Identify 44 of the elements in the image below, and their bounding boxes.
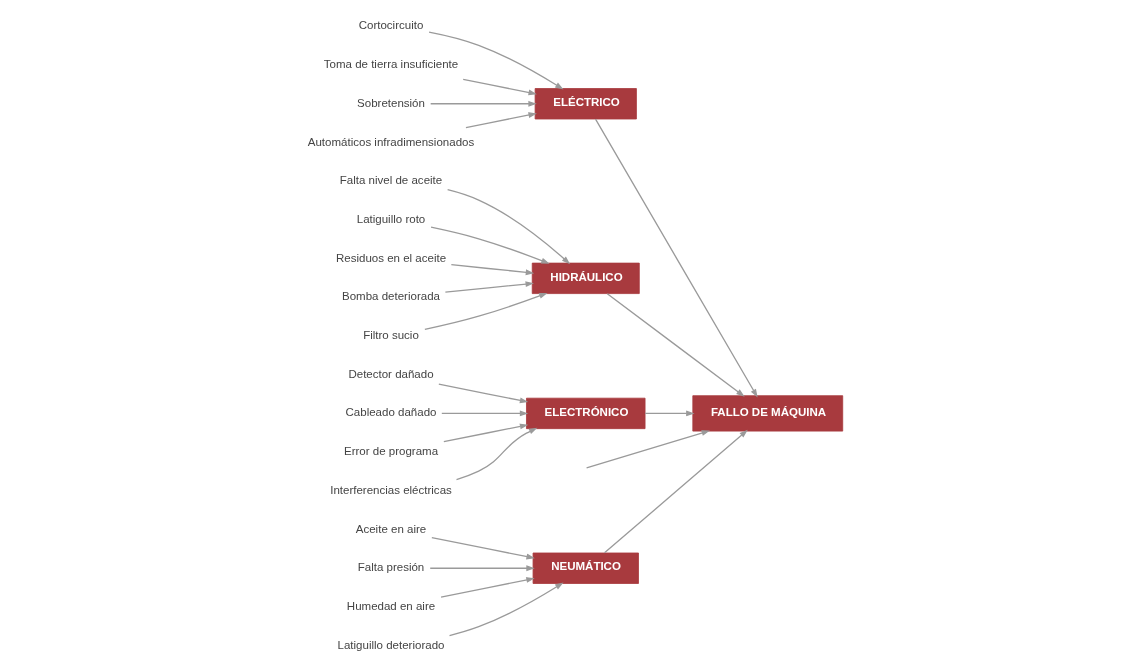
arrow — [427, 31, 564, 90]
arrow — [585, 430, 710, 469]
arrow — [442, 423, 528, 443]
node-text: Cortocircuito — [358, 19, 423, 32]
arrow — [444, 281, 534, 293]
node-box: ELECTRÓNICO — [525, 397, 645, 430]
arrow — [450, 264, 534, 276]
node-text: Cableado dañado — [345, 406, 436, 419]
node-text: Aceite en aire — [355, 522, 426, 535]
node-text: Toma de tierra insuficiente — [323, 58, 458, 71]
arrow — [429, 226, 550, 264]
arrow — [594, 118, 758, 398]
node-text: Error de programa — [343, 445, 438, 458]
arrow — [464, 112, 537, 129]
arrow — [455, 427, 537, 481]
arrow — [448, 582, 564, 637]
node-text: Automáticos infradimensionados — [307, 135, 474, 148]
arrow — [440, 410, 528, 417]
arrow — [423, 292, 548, 331]
arrow — [429, 100, 537, 107]
arrow — [437, 383, 528, 404]
node-text: Residuos en el aceite — [335, 251, 446, 264]
arrow — [429, 565, 535, 572]
arrow — [606, 293, 745, 397]
node-box: NEUMÁTICO — [532, 552, 639, 584]
node-text: Falta presión — [357, 561, 424, 574]
node-text: Detector dañado — [347, 367, 434, 380]
node-text: Latiguillo roto — [356, 212, 425, 225]
arrow — [644, 410, 695, 417]
node-text: Latiguillo deteriorado — [337, 638, 444, 651]
node-text: Humedad en aire — [346, 599, 435, 612]
arrow — [430, 536, 535, 560]
node-text: Filtro sucio — [362, 329, 419, 342]
arrow — [603, 429, 748, 554]
node-text: Sobretensión — [356, 96, 425, 109]
arrow — [462, 78, 537, 96]
arrow — [439, 577, 535, 598]
node-box: ELÉCTRICO — [534, 88, 637, 120]
node-text: Falta nivel de aceite — [339, 174, 442, 187]
node-box: FALLO DE MÁQUINA — [691, 395, 843, 432]
arrow — [446, 189, 570, 265]
node-text: Bomba deteriorada — [341, 290, 440, 303]
node-box: HIDRÁULICO — [531, 262, 640, 294]
node-text: Interferencias eléctricas — [329, 483, 452, 496]
